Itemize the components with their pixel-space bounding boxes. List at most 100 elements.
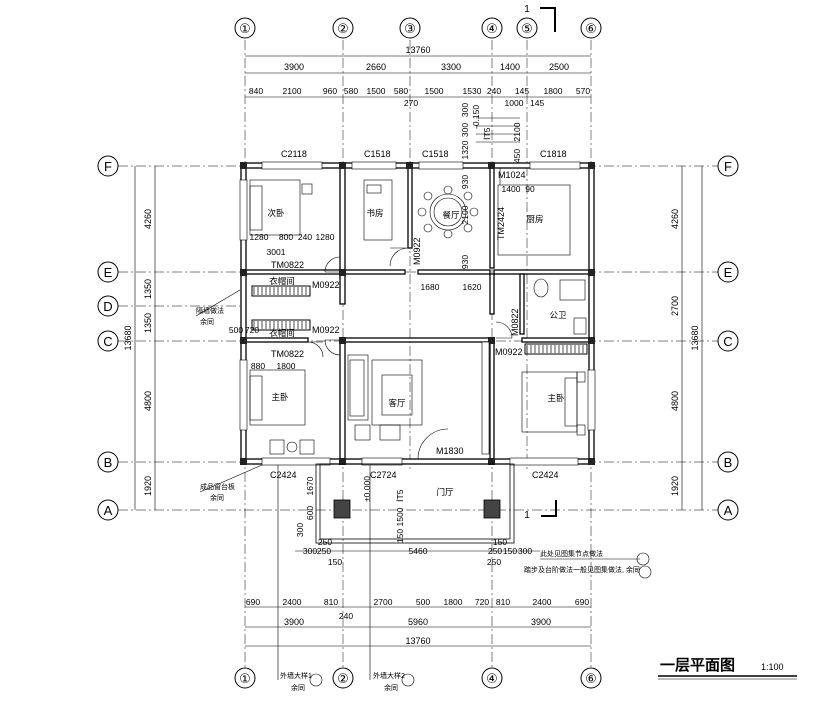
note-left-wall-2: 余同 <box>200 317 214 326</box>
dim-top-open-1: 840 <box>249 86 263 96</box>
room-dining: 餐厅 <box>442 210 460 220</box>
dim-int-1620: 1620 <box>463 282 482 292</box>
note-left-window-2: 余同 <box>210 493 224 502</box>
axis-label-top-5: ⑤ <box>521 21 533 36</box>
dim-bottom-open-5: 2700 <box>374 597 393 607</box>
dim-right-bay-1: 4260 <box>670 209 680 229</box>
door-m0822: M0822 <box>510 308 520 336</box>
axis-label-top-2: ② <box>337 21 349 36</box>
room-wardrobe2: 衣帽间 <box>269 328 295 338</box>
axis-label-right-e: E <box>724 265 733 280</box>
note-step-2: ⅠT5 <box>482 127 492 140</box>
axis-label-bottom-4: ④ <box>486 671 498 686</box>
room-bedroom2: 次卧 <box>267 208 285 218</box>
room-study: 书房 <box>366 208 383 218</box>
dim-bottom-open-3: 810 <box>324 597 338 607</box>
furniture <box>249 179 587 455</box>
door-m0922-d: M0922 <box>495 347 523 357</box>
dim-bottom-bay-2: 5960 <box>408 617 428 627</box>
dim-int-930a: 930 <box>460 175 470 189</box>
dim-porch-6: 150 <box>328 557 342 567</box>
dim-left-bay-4: 4800 <box>143 391 153 411</box>
door-tm0822-lower: TM0822 <box>271 349 304 359</box>
dim-top-open-3: 960 <box>323 86 337 96</box>
dim-int-1680: 1680 <box>421 282 440 292</box>
dim-porch-8: 250 <box>318 537 332 547</box>
dim-right-bay-2: 2700 <box>670 296 680 316</box>
note-detail-1: 外墙大样1 <box>280 671 312 680</box>
window-labels: C2118 C1518 C1518 C1818 C2424 C2724 C242… <box>270 149 567 480</box>
dim-top-open-11: 1800 <box>544 86 563 96</box>
walls <box>240 162 595 465</box>
dim-int-930b: 930 <box>460 255 470 269</box>
note-right-1: 此处见图集节点做法 <box>540 549 603 558</box>
dim-bottom-open-2: 2400 <box>283 597 302 607</box>
door-tm0822-upper: TM0822 <box>271 260 304 270</box>
dim-top-extra-270: 270 <box>404 98 418 108</box>
dim-top-bay-1: 3900 <box>284 62 304 72</box>
axis-label-bottom-2: ② <box>337 671 349 686</box>
dim-bottom-open-11: 690 <box>575 597 589 607</box>
dim-bottom-open-8: 720 <box>475 597 489 607</box>
dim-porch-10: 150 <box>503 546 517 556</box>
window-c2118: C2118 <box>281 149 307 159</box>
door-m0922-c: M0922 <box>412 237 422 265</box>
room-wardrobe1: 衣帽间 <box>269 276 295 286</box>
dim-top-open-8: 1530 <box>463 86 482 96</box>
window-symbols <box>239 161 596 466</box>
room-master-right: 主卧 <box>547 393 565 403</box>
dim-bottom-bay-1: 3900 <box>284 617 304 627</box>
axis-label-top-4: ④ <box>486 21 498 36</box>
dim-porch-5: 300 <box>518 546 532 556</box>
note-elev-2: -0.150 <box>471 105 481 129</box>
room-bath: 公卫 <box>549 310 567 320</box>
left-dimensions: 13680 4260 1350 1350 4800 1920 <box>123 166 156 510</box>
dim-top-extra-2100: 2100 <box>512 122 522 141</box>
dim-porch-14: 1500 <box>395 507 405 526</box>
section-mark-top: 1 <box>524 4 556 32</box>
note-elev-1: ±0.000 <box>362 476 372 502</box>
dim-left-bay-5: 1920 <box>143 476 153 496</box>
axis-bubbles-right: F E C B A <box>717 155 739 521</box>
dim-bottom-open-10: 2400 <box>533 597 552 607</box>
dim-top-open-2: 2100 <box>283 86 302 96</box>
dim-porch-2: 250 <box>317 546 331 556</box>
note-left-window-1: 成品窗台板 <box>200 482 235 491</box>
top-dimensions: 13760 3900 2660 3300 1400 2500 840 2100 … <box>245 45 591 163</box>
dim-top-extra-1320: 1320 <box>460 140 470 159</box>
axis-label-left-f: F <box>104 159 112 174</box>
dim-right-total: 13680 <box>690 325 700 350</box>
room-master-left: 主卧 <box>271 392 289 402</box>
axis-label-left-a: A <box>104 503 113 518</box>
door-swings <box>307 168 513 460</box>
window-c1518-b: C1518 <box>422 149 449 159</box>
dim-bottom-open-7: 1800 <box>444 597 463 607</box>
dim-bottom-open-4: 240 <box>339 611 353 621</box>
axis-label-left-d: D <box>103 299 112 314</box>
axis-label-top-3: ③ <box>404 21 416 36</box>
axis-label-left-c: C <box>103 334 112 349</box>
dim-porch-1: 300 <box>303 546 317 556</box>
dim-int-3001: 3001 <box>267 247 286 257</box>
window-c2724: C2724 <box>370 470 397 480</box>
axis-bubbles-left: F E D C B A <box>97 155 119 521</box>
note-step-1: ⅠT5 <box>395 489 405 502</box>
dim-right-bay-3: 4800 <box>670 391 680 411</box>
dim-porch-12: 600 <box>305 506 315 520</box>
dim-top-open-10: 145 <box>515 86 529 96</box>
note-detail-1b: 余同 <box>291 683 305 692</box>
window-c2424-b: C2424 <box>532 470 559 480</box>
axis-label-top-6: ⑥ <box>585 21 597 36</box>
door-m1830: M1830 <box>436 446 464 456</box>
window-c2424-a: C2424 <box>270 470 297 480</box>
porch-dimensions: 300 250 5460 250 300 150 150 250 250 150… <box>295 476 540 567</box>
dim-bottom-open-1: 690 <box>246 597 260 607</box>
dim-top-bay-3: 3300 <box>441 62 461 72</box>
dim-int-2100: 2100 <box>460 205 470 224</box>
section-label-top: 1 <box>524 4 530 15</box>
note-detail-2b: 余同 <box>384 683 398 692</box>
dim-bottom-open-9: 810 <box>496 597 510 607</box>
dim-porch-11: 300 <box>295 523 305 537</box>
note-left-wall-1: 隔墙做法 <box>196 306 224 315</box>
